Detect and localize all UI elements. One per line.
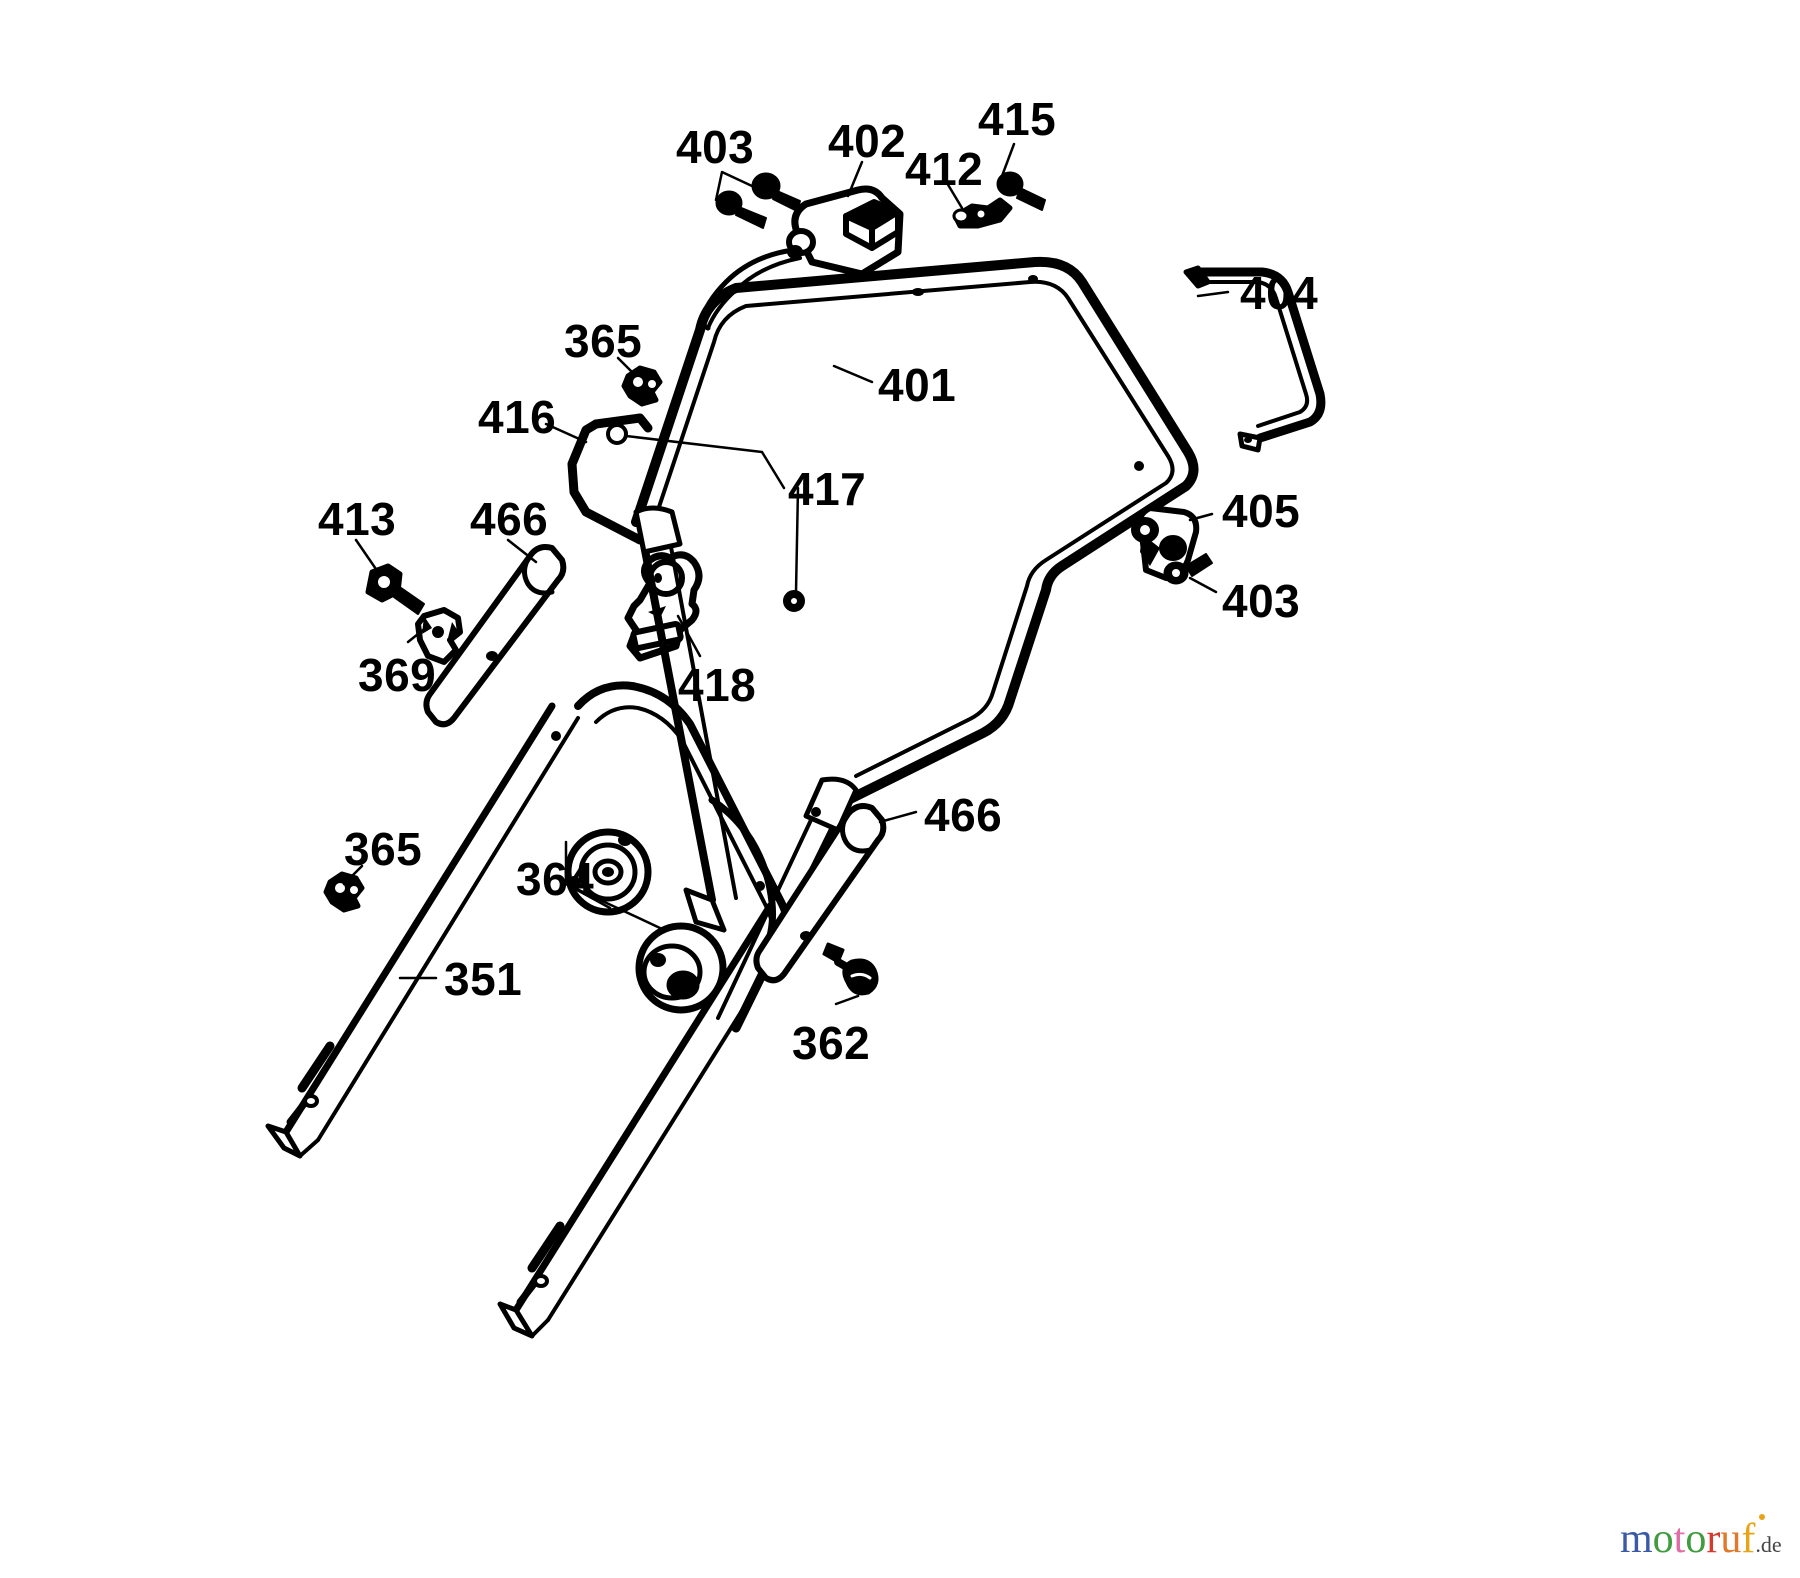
part-364-pulleys	[564, 828, 727, 1014]
callout-403-right: 403	[1222, 575, 1301, 627]
part-412-cable-end	[952, 197, 1013, 229]
part-466-grip-lower	[753, 803, 887, 984]
part-402-switch-housing	[697, 185, 904, 331]
callout-405: 405	[1222, 485, 1301, 537]
part-369-clip	[415, 607, 463, 665]
part-403-screws-top	[715, 172, 801, 229]
callout-404: 404	[1240, 267, 1319, 319]
watermark-letter-o2: o	[1685, 1516, 1707, 1562]
callout-466-top: 466	[470, 493, 549, 545]
watermark-letter-m: m	[1620, 1516, 1653, 1562]
callout-401: 401	[878, 359, 957, 411]
part-405-anchor-bracket	[1131, 505, 1200, 581]
watermark-letter-f: f	[1741, 1516, 1756, 1562]
callout-369: 369	[358, 649, 437, 701]
part-362-knob-screw	[822, 942, 879, 996]
watermark-suffix: .de	[1755, 1532, 1782, 1557]
callout-403-top: 403	[676, 121, 755, 173]
callout-412: 412	[905, 143, 984, 195]
part-365-clip-top	[621, 365, 663, 407]
watermark-letter-u: u	[1720, 1516, 1742, 1562]
callout-402: 402	[828, 115, 907, 167]
motoruf-watermark: motoruf.de	[1620, 1514, 1782, 1566]
part-404-rod	[1183, 265, 1326, 453]
callout-466-bottom: 466	[924, 789, 1003, 841]
callout-417: 417	[788, 463, 867, 515]
callout-364: 364	[516, 853, 595, 905]
callout-351: 351	[444, 953, 523, 1005]
callout-365-top: 365	[564, 315, 643, 367]
part-466-grip-upper	[423, 544, 567, 728]
watermark-letter-r: r	[1706, 1516, 1721, 1562]
part-418-cable-clamp	[624, 551, 703, 662]
part-415-screw	[996, 171, 1046, 211]
watermark-dot	[1759, 1514, 1765, 1520]
part-403-screw-right	[1163, 553, 1213, 585]
part-413-bolt	[365, 563, 425, 615]
part-401-upper-handlebar	[631, 256, 1199, 805]
callout-362: 362	[792, 1017, 871, 1069]
part-416-bracket	[567, 413, 653, 545]
callout-365-bottom: 365	[344, 823, 423, 875]
watermark-letter-t: t	[1673, 1516, 1686, 1562]
callout-418: 418	[678, 659, 757, 711]
callout-416: 416	[478, 391, 557, 443]
leader-lines	[342, 142, 1230, 1006]
part-351-left-lower-bar	[265, 702, 580, 1159]
callout-415: 415	[978, 93, 1057, 145]
callout-413: 413	[318, 493, 397, 545]
diagram-linework	[265, 142, 1326, 1339]
part-365-clip-bottom	[323, 871, 365, 913]
watermark-letter-o1: o	[1652, 1516, 1674, 1562]
